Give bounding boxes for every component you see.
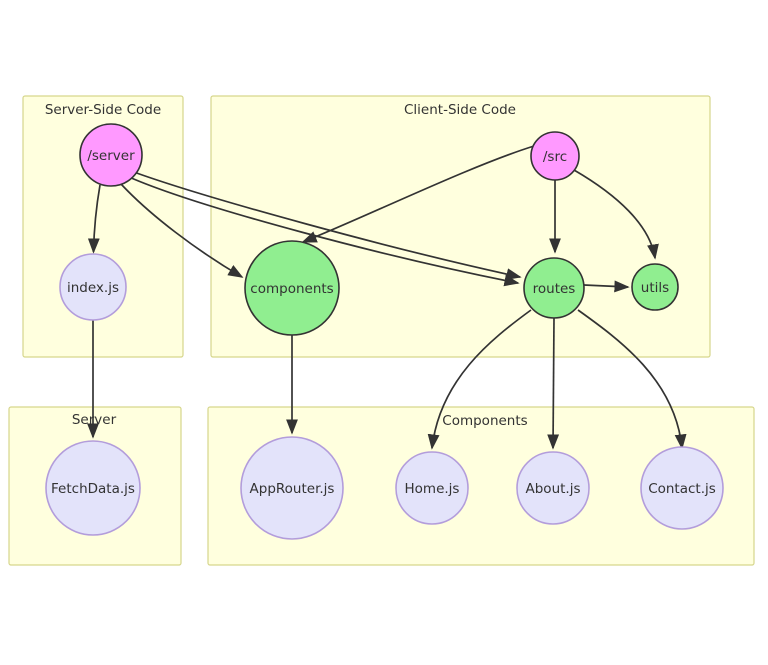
cluster-label-server_side: Server-Side Code — [45, 102, 161, 118]
node-layer: /server index.js/src components routes utils… — [45, 123, 724, 540]
node-server[interactable]: /server — [79, 123, 143, 187]
node-label-about: About.js — [526, 481, 581, 497]
node-components[interactable]: components — [244, 240, 340, 336]
cluster-rect-components_box — [207, 406, 755, 566]
edge-routes-to-contact — [577, 309, 687, 450]
node-routes[interactable]: routes — [523, 257, 585, 319]
edge-routes-to-home — [427, 309, 532, 450]
node-home[interactable]: Home.js — [395, 451, 469, 525]
edge-server-to-routes — [130, 170, 522, 280]
edge-server-to-components — [120, 183, 244, 278]
node-label-fetchdata: FetchData.js — [51, 481, 135, 497]
node-circle-routes[interactable] — [523, 257, 585, 319]
node-fetchdata[interactable]: FetchData.js — [45, 440, 141, 536]
cluster-label-client_side: Client-Side Code — [404, 102, 516, 118]
node-contact[interactable]: Contact.js — [640, 446, 724, 530]
node-label-contact: Contact.js — [648, 481, 716, 497]
node-index[interactable]: index.js — [59, 253, 127, 321]
node-circle-src[interactable] — [530, 131, 580, 181]
node-src[interactable]: /src — [530, 131, 580, 181]
cluster-label-server_box: Server — [72, 412, 117, 428]
edge-src-to-utils — [573, 169, 659, 260]
node-about[interactable]: About.js — [516, 451, 590, 525]
node-circle-home[interactable] — [395, 451, 469, 525]
edge-routes-to-about — [547, 317, 560, 450]
node-circle-approuter[interactable] — [240, 436, 344, 540]
node-label-components: components — [250, 281, 333, 297]
node-label-routes: routes — [533, 281, 576, 297]
node-circle-index[interactable] — [59, 253, 127, 321]
node-approuter[interactable]: AppRouter.js — [240, 436, 344, 540]
edge-src-to-components — [301, 145, 535, 243]
node-label-index: index.js — [67, 280, 119, 296]
node-circle-about[interactable] — [516, 451, 590, 525]
node-circle-fetchdata[interactable] — [45, 440, 141, 536]
cluster-label-components_box: Components — [442, 413, 527, 429]
node-circle-utils[interactable] — [631, 263, 679, 311]
edge-server-to-index — [87, 184, 101, 254]
node-label-src: /src — [543, 149, 567, 165]
node-label-home: Home.js — [405, 481, 460, 497]
cluster-components_box: Components — [207, 406, 755, 566]
node-circle-contact[interactable] — [640, 446, 724, 530]
edge-routes-to-utils — [583, 280, 630, 293]
node-utils[interactable]: utils — [631, 263, 679, 311]
node-label-utils: utils — [641, 280, 669, 296]
node-circle-components[interactable] — [244, 240, 340, 336]
node-circle-server[interactable] — [79, 123, 143, 187]
node-label-approuter: AppRouter.js — [250, 481, 335, 497]
edge-layer — [87, 145, 687, 450]
node-label-server: /server — [87, 148, 135, 164]
